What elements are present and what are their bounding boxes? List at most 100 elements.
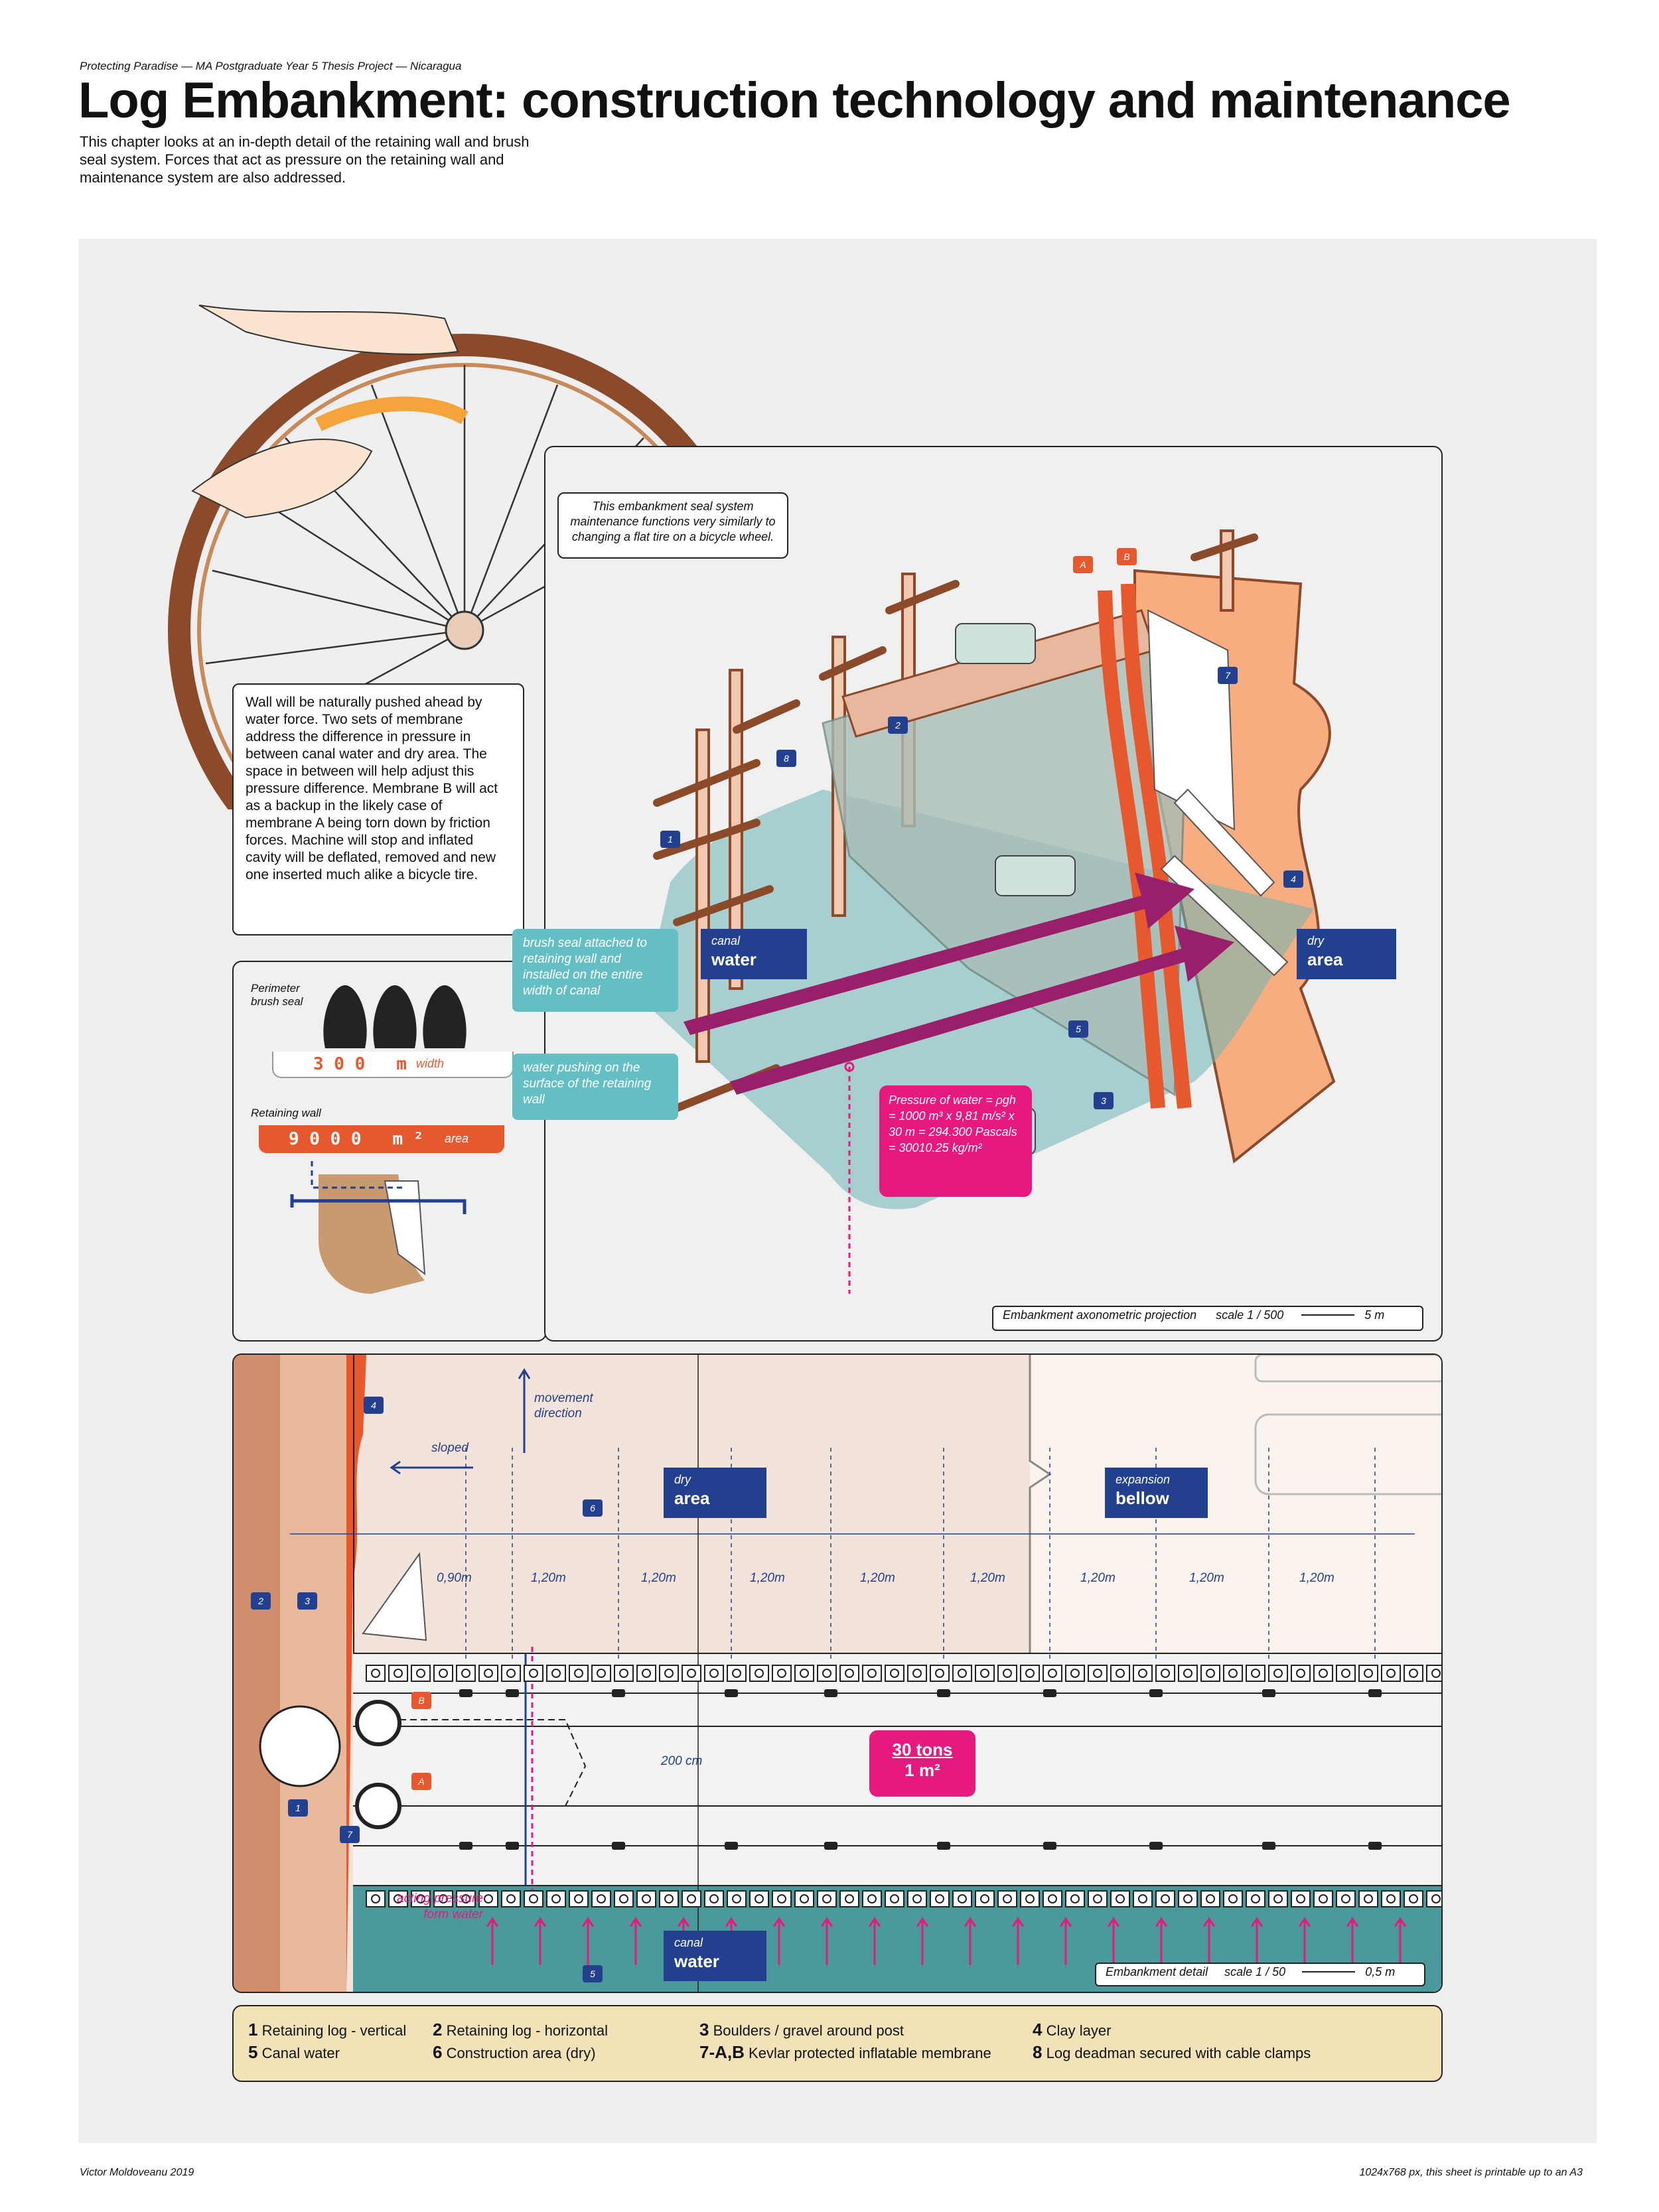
chain-link-top xyxy=(839,1665,859,1682)
chain-link-bottom xyxy=(952,1890,972,1907)
chain-hole-bottom xyxy=(642,1894,651,1903)
legend-text: Boulders / gravel around post xyxy=(713,2022,904,2039)
brush-width-bar: 3 0 0 m width xyxy=(272,1052,514,1078)
chain-hole-top xyxy=(1296,1669,1305,1678)
chain-hole-top xyxy=(755,1669,764,1678)
chain-hole-bottom xyxy=(822,1894,831,1903)
chain-link-bottom xyxy=(1336,1890,1356,1907)
legend-text: Clay layer xyxy=(1046,2022,1112,2039)
embankment-axonometric-drawing xyxy=(644,529,1336,1294)
detail-section-panel xyxy=(232,1353,1443,1993)
post-clamp xyxy=(459,1689,472,1697)
detail-tag-b: B xyxy=(411,1692,431,1709)
chain-link-bottom xyxy=(411,1890,431,1907)
pressure-arrow xyxy=(1011,1917,1025,1965)
chain-hole-bottom xyxy=(1409,1894,1418,1903)
chain-link-top xyxy=(411,1665,431,1682)
wall-area-bar: 9 0 0 0 m ² area xyxy=(259,1125,504,1153)
chain-hole-bottom xyxy=(484,1894,493,1903)
detail-scale-bar: Embankment detail scale 1 / 50 0,5 m xyxy=(1095,1963,1425,1986)
chain-hole-bottom xyxy=(1161,1894,1170,1903)
pressure-arrow xyxy=(1155,1917,1168,1965)
chain-link-bottom xyxy=(907,1890,927,1907)
chain-hole-top xyxy=(1070,1669,1080,1678)
chain-hole-top xyxy=(551,1669,561,1678)
pressure-arrow xyxy=(1202,1917,1216,1965)
post-clamp xyxy=(1262,1689,1275,1697)
chain-hole-bottom xyxy=(755,1894,764,1903)
chain-link-top xyxy=(952,1665,972,1682)
pressure-arrow xyxy=(868,1917,881,1965)
load-callout: 30 tons 1 m² xyxy=(869,1730,975,1797)
chain-hole-bottom xyxy=(1003,1894,1012,1903)
chain-hole-bottom xyxy=(1228,1894,1238,1903)
chain-link-top xyxy=(1200,1665,1220,1682)
chain-hole-bottom xyxy=(709,1894,719,1903)
legend-item-3: 3 Boulders / gravel around post xyxy=(699,2020,904,2040)
sloped-arrow-icon xyxy=(390,1460,473,1475)
chain-link-top xyxy=(659,1665,679,1682)
chain-link-top xyxy=(1358,1665,1378,1682)
legend-text: Construction area (dry) xyxy=(446,2045,596,2061)
chain-hole-bottom xyxy=(1364,1894,1373,1903)
chain-hole-top xyxy=(890,1669,899,1678)
acting-pressure-label: acting pressure form water xyxy=(397,1892,483,1921)
intro-text: This chapter looks at an in-depth detail… xyxy=(80,133,530,186)
canal-label-small: canal xyxy=(711,934,741,947)
page-title: Log Embankment: construction technology … xyxy=(78,72,1511,129)
perimeter-brush-label: Perimeter brush seal xyxy=(251,982,303,1008)
chain-hole-bottom xyxy=(912,1894,922,1903)
sloped-label: sloped xyxy=(431,1441,469,1455)
chain-hole-top xyxy=(484,1669,493,1678)
chain-link-bottom xyxy=(524,1890,543,1907)
pressure-arrow xyxy=(964,1917,977,1965)
chain-link-bottom xyxy=(772,1890,792,1907)
axo-tag-1: 1 xyxy=(660,831,680,848)
chain-link-top xyxy=(1178,1665,1198,1682)
chain-link-top xyxy=(456,1665,476,1682)
chain-hole-bottom xyxy=(439,1894,448,1903)
axo-tag-2: 2 xyxy=(888,717,908,734)
chain-hole-bottom xyxy=(935,1894,944,1903)
chain-link-top xyxy=(636,1665,656,1682)
chain-hole-top xyxy=(980,1669,989,1678)
post-clamp xyxy=(1262,1842,1275,1850)
brush-seal-bubble: brush seal attached to retaining wall an… xyxy=(512,929,678,1012)
chain-link-top xyxy=(772,1665,792,1682)
detail-tag-5: 5 xyxy=(583,1965,603,1982)
dry-label-small: dry xyxy=(1307,934,1325,947)
chain-hole-bottom xyxy=(800,1894,809,1903)
chain-hole-bottom xyxy=(394,1894,403,1903)
chain-hole-bottom xyxy=(416,1894,425,1903)
chain-link-top xyxy=(1043,1665,1062,1682)
chain-hole-bottom xyxy=(1070,1894,1080,1903)
chain-link-top xyxy=(1291,1665,1311,1682)
chain-link-bottom xyxy=(659,1890,679,1907)
chain-hole-top xyxy=(1003,1669,1012,1678)
pressure-arrow xyxy=(1250,1917,1263,1965)
chain-link-bottom xyxy=(862,1890,882,1907)
chain-link-top xyxy=(1313,1665,1333,1682)
chain-link-top xyxy=(997,1665,1017,1682)
chain-hole-top xyxy=(664,1669,674,1678)
brush-width-unit: width xyxy=(416,1057,445,1070)
post-clamp xyxy=(459,1842,472,1850)
detail-tag-4: 4 xyxy=(364,1397,384,1414)
wall-area-unit: area xyxy=(445,1132,469,1145)
chain-hole-top xyxy=(1138,1669,1147,1678)
bicycle-wheel-illustration xyxy=(168,305,697,809)
chain-link-top xyxy=(930,1665,950,1682)
chain-hole-top xyxy=(1025,1669,1035,1678)
chain-link-top xyxy=(388,1665,408,1682)
chain-link-bottom xyxy=(501,1890,521,1907)
axo-tag-8: 8 xyxy=(776,750,796,767)
spacing-label-2: 1,20m xyxy=(531,1571,566,1585)
detail-tag-a: A xyxy=(411,1773,431,1790)
chain-hole-top xyxy=(574,1669,583,1678)
legend-num: 8 xyxy=(1033,2042,1043,2062)
chain-link-bottom xyxy=(1178,1890,1198,1907)
chain-hole-top xyxy=(1161,1669,1170,1678)
legend-item-8: 8 Log deadman secured with cable clamps xyxy=(1033,2042,1311,2063)
chain-hole-top xyxy=(777,1669,786,1678)
pressure-arrow xyxy=(916,1917,929,1965)
